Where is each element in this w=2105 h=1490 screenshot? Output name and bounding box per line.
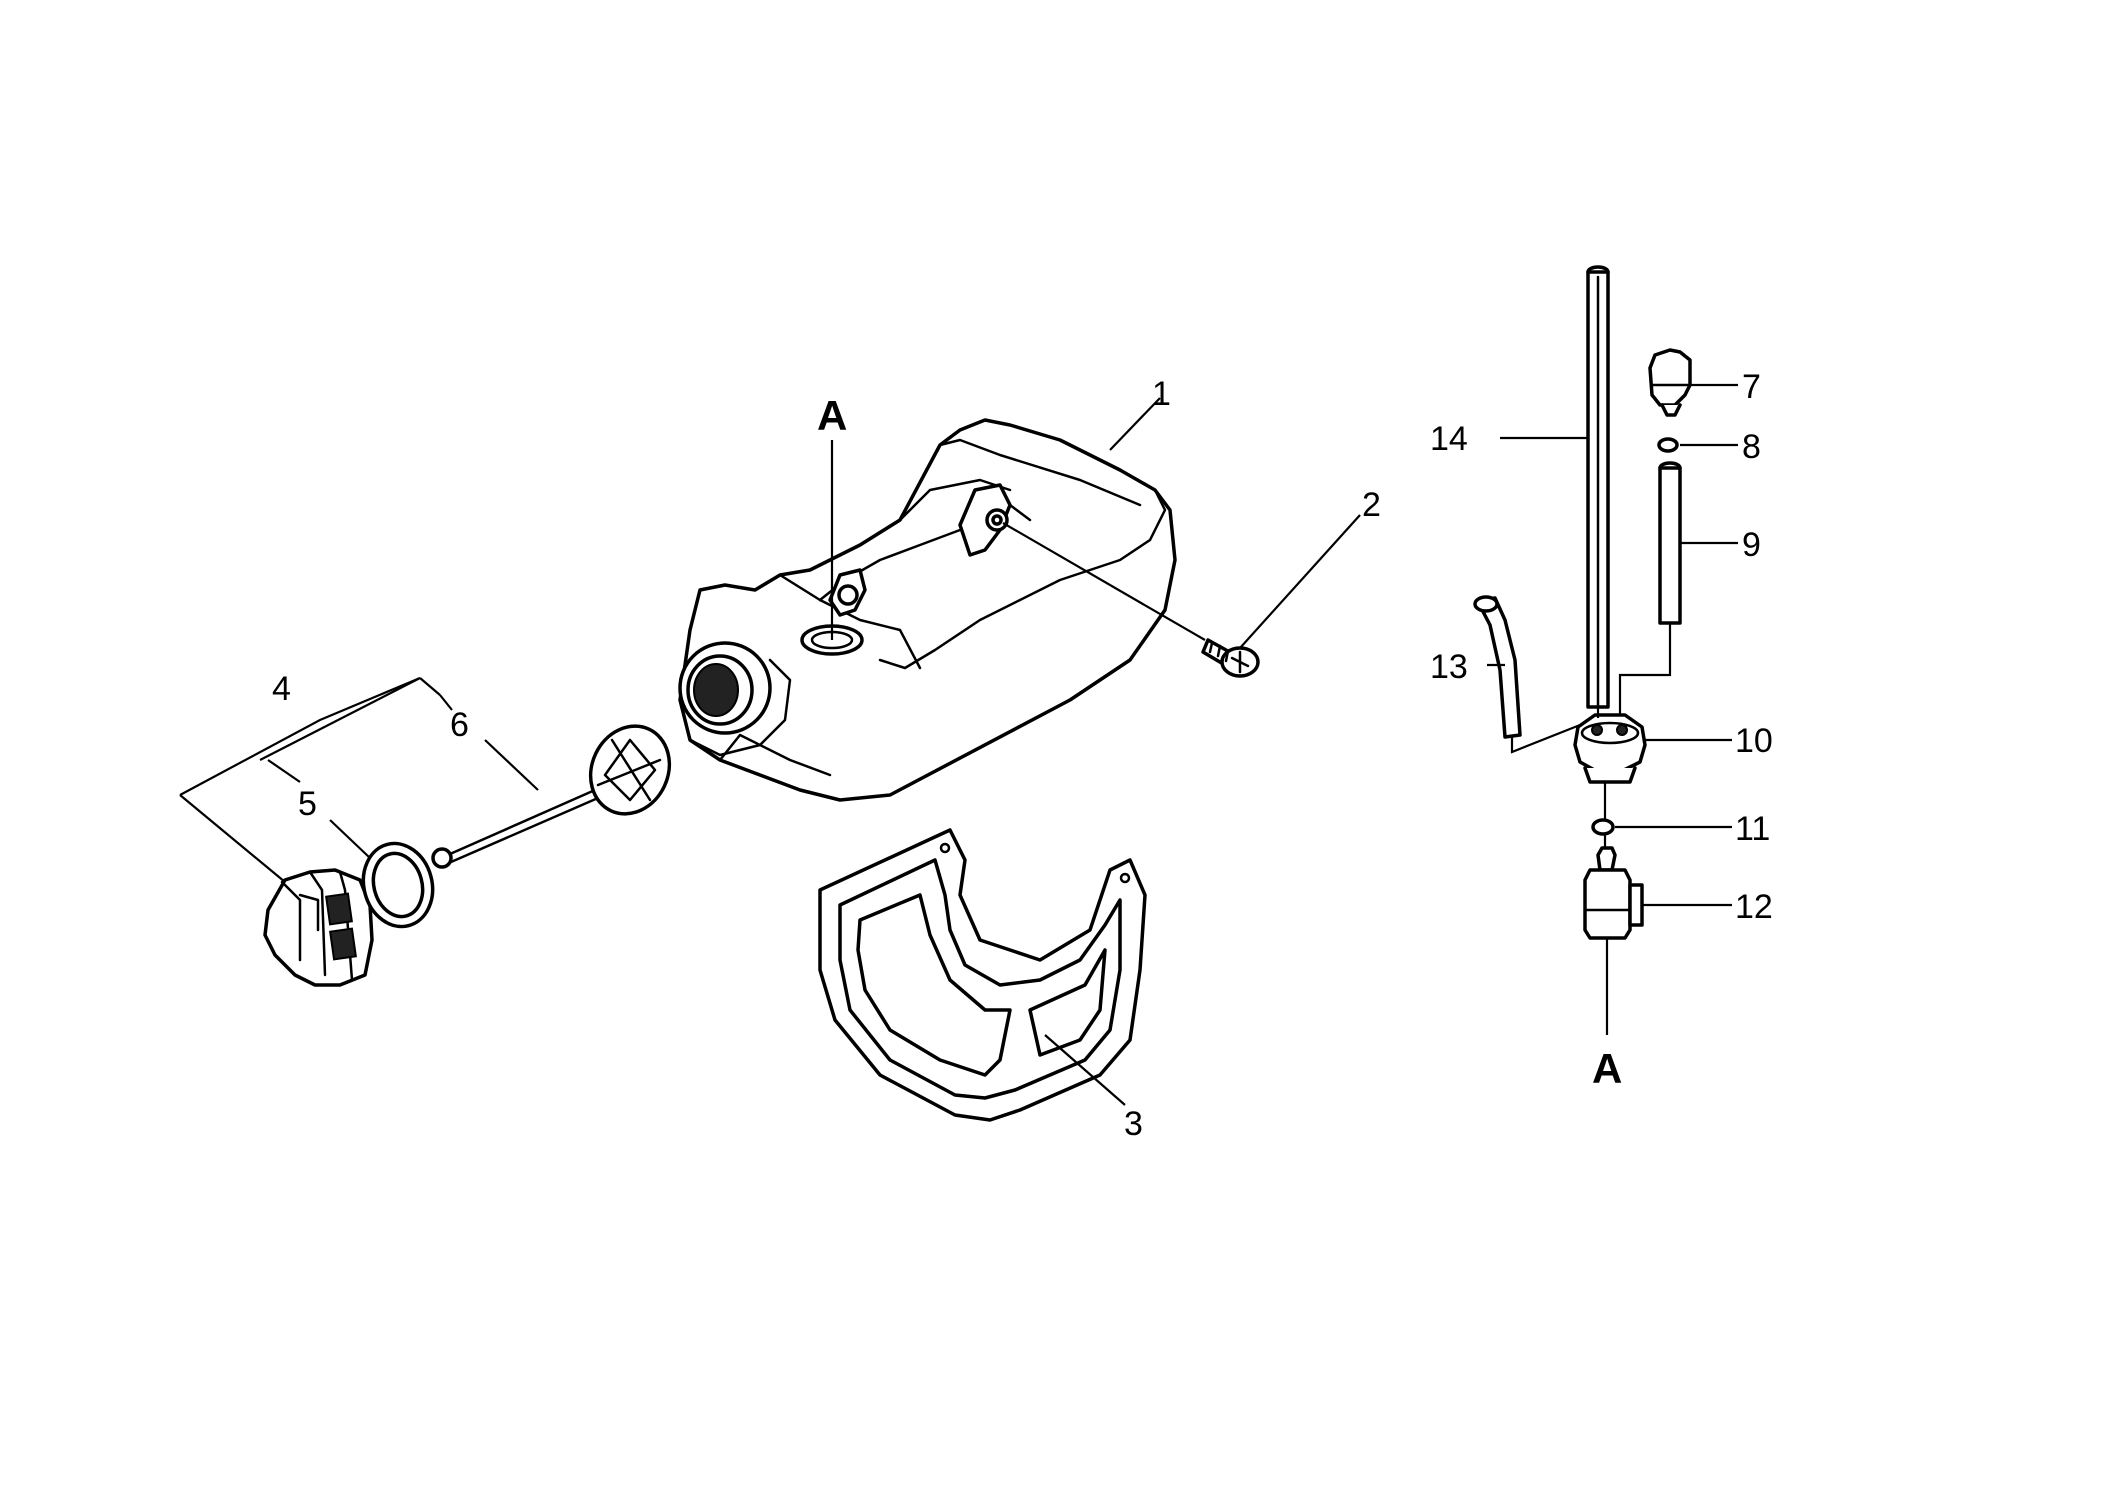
- callout-2: 2: [1362, 486, 1381, 524]
- callout-6: 6: [450, 706, 469, 744]
- grommet: [1573, 713, 1647, 784]
- fuel-tank: [678, 418, 1177, 802]
- screw: [1201, 638, 1260, 678]
- short-fuel-tube: [1658, 461, 1682, 625]
- fuel-filter: [1583, 846, 1644, 940]
- fuel-strainer: [431, 724, 672, 869]
- leader-lines: [179, 383, 1738, 1106]
- callout-5: 5: [298, 785, 317, 823]
- callout-9: 9: [1742, 526, 1761, 564]
- reference-a-bottom: A: [1592, 1045, 1622, 1092]
- callout-11: 11: [1735, 810, 1770, 848]
- tank-vent: [1648, 348, 1692, 417]
- o-ring-small: [1657, 437, 1679, 453]
- callout-10: 10: [1735, 722, 1773, 760]
- gasket-ring: [361, 841, 435, 929]
- callout-labels: 1 2 3 4 5 6 7 8 9 10 11 12 13 14 A A: [272, 368, 1773, 1143]
- fuel-cap: [263, 868, 374, 987]
- callout-8: 8: [1742, 428, 1761, 466]
- o-ring: [1591, 818, 1615, 836]
- callout-7: 7: [1742, 368, 1761, 406]
- callout-1: 1: [1152, 375, 1171, 413]
- callout-12: 12: [1735, 888, 1773, 926]
- reference-a-top: A: [817, 392, 847, 439]
- callout-14: 14: [1430, 420, 1468, 458]
- callout-13: 13: [1430, 648, 1468, 686]
- callout-3: 3: [1124, 1105, 1143, 1143]
- curved-hose: [1473, 595, 1522, 739]
- callout-4: 4: [272, 670, 291, 708]
- tank-cradle: [818, 828, 1147, 1122]
- long-fuel-tube: [1586, 265, 1610, 709]
